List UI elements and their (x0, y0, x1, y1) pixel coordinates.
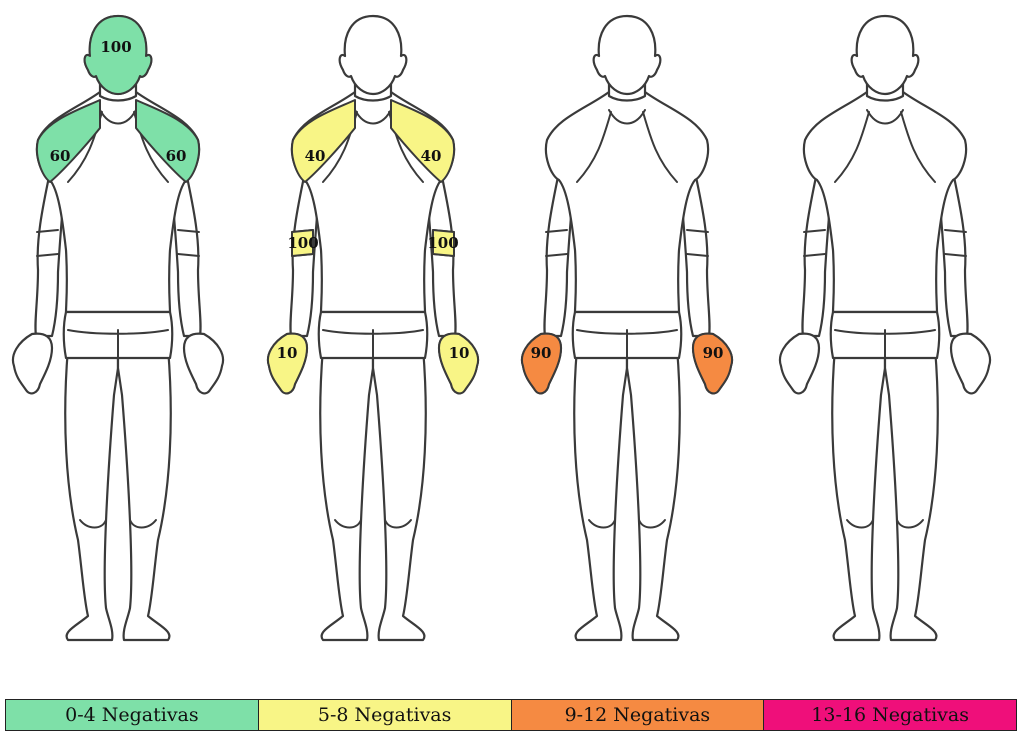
zone-left-hand (522, 334, 561, 394)
zone-value-left-shoulder: 40 (305, 147, 326, 165)
zone-value-right-shoulder: 60 (166, 147, 187, 165)
body-figures: 100 60 60 40 40 100 100 10 10 90 90 (0, 0, 1021, 700)
figure-4-torso-outline (804, 92, 966, 312)
zone-value-right-shoulder: 40 (421, 147, 442, 165)
figure-4-left-hand-outline (780, 334, 819, 394)
body-figure-3: 90 90 (522, 16, 732, 640)
figure-4-right-leg-outline (885, 348, 938, 640)
body-figure-4 (780, 16, 990, 640)
legend-item-0-4: 0-4 Negativas (6, 700, 259, 730)
figure-4-head-outline (852, 16, 919, 94)
figure-2-head-outline (340, 16, 407, 94)
zone-left-hand (268, 334, 307, 394)
zone-right-hand (693, 334, 732, 394)
figure-1-left-hand-outline (13, 334, 52, 394)
legend-item-5-8: 5-8 Negativas (259, 700, 512, 730)
legend-item-13-16: 13-16 Negativas (764, 700, 1016, 730)
figure-3-right-leg-outline (627, 348, 680, 640)
zone-value-left-forearm: 100 (287, 234, 318, 252)
zone-value-right-forearm: 100 (427, 234, 458, 252)
figure-2-left-leg-outline (320, 348, 373, 640)
figure-1-right-leg-outline (118, 348, 171, 640)
figure-1-right-hand-outline (184, 334, 223, 394)
legend-item-9-12: 9-12 Negativas (512, 700, 765, 730)
zone-value-left-hand: 90 (531, 344, 552, 362)
zone-value-right-hand: 90 (703, 344, 724, 362)
legend-bar: 0-4 Negativas 5-8 Negativas 9-12 Negativ… (5, 699, 1017, 731)
figure-4-left-leg-outline (832, 348, 885, 640)
figure-4-right-hand-outline (951, 334, 990, 394)
figure-2-right-leg-outline (373, 348, 426, 640)
figure-1-left-leg-outline (65, 348, 118, 640)
zone-value-left-hand: 10 (277, 344, 298, 362)
figure-3-head-outline (594, 16, 661, 94)
body-figure-1: 100 60 60 (13, 16, 223, 640)
figure-3-left-leg-outline (574, 348, 627, 640)
zone-right-hand (439, 334, 478, 394)
zone-value-right-hand: 10 (449, 344, 470, 362)
zone-value-left-shoulder: 60 (50, 147, 71, 165)
figure-3-torso-outline (546, 92, 708, 312)
body-figure-2: 40 40 100 100 10 10 (268, 16, 478, 640)
zone-value-head: 100 (100, 38, 131, 56)
